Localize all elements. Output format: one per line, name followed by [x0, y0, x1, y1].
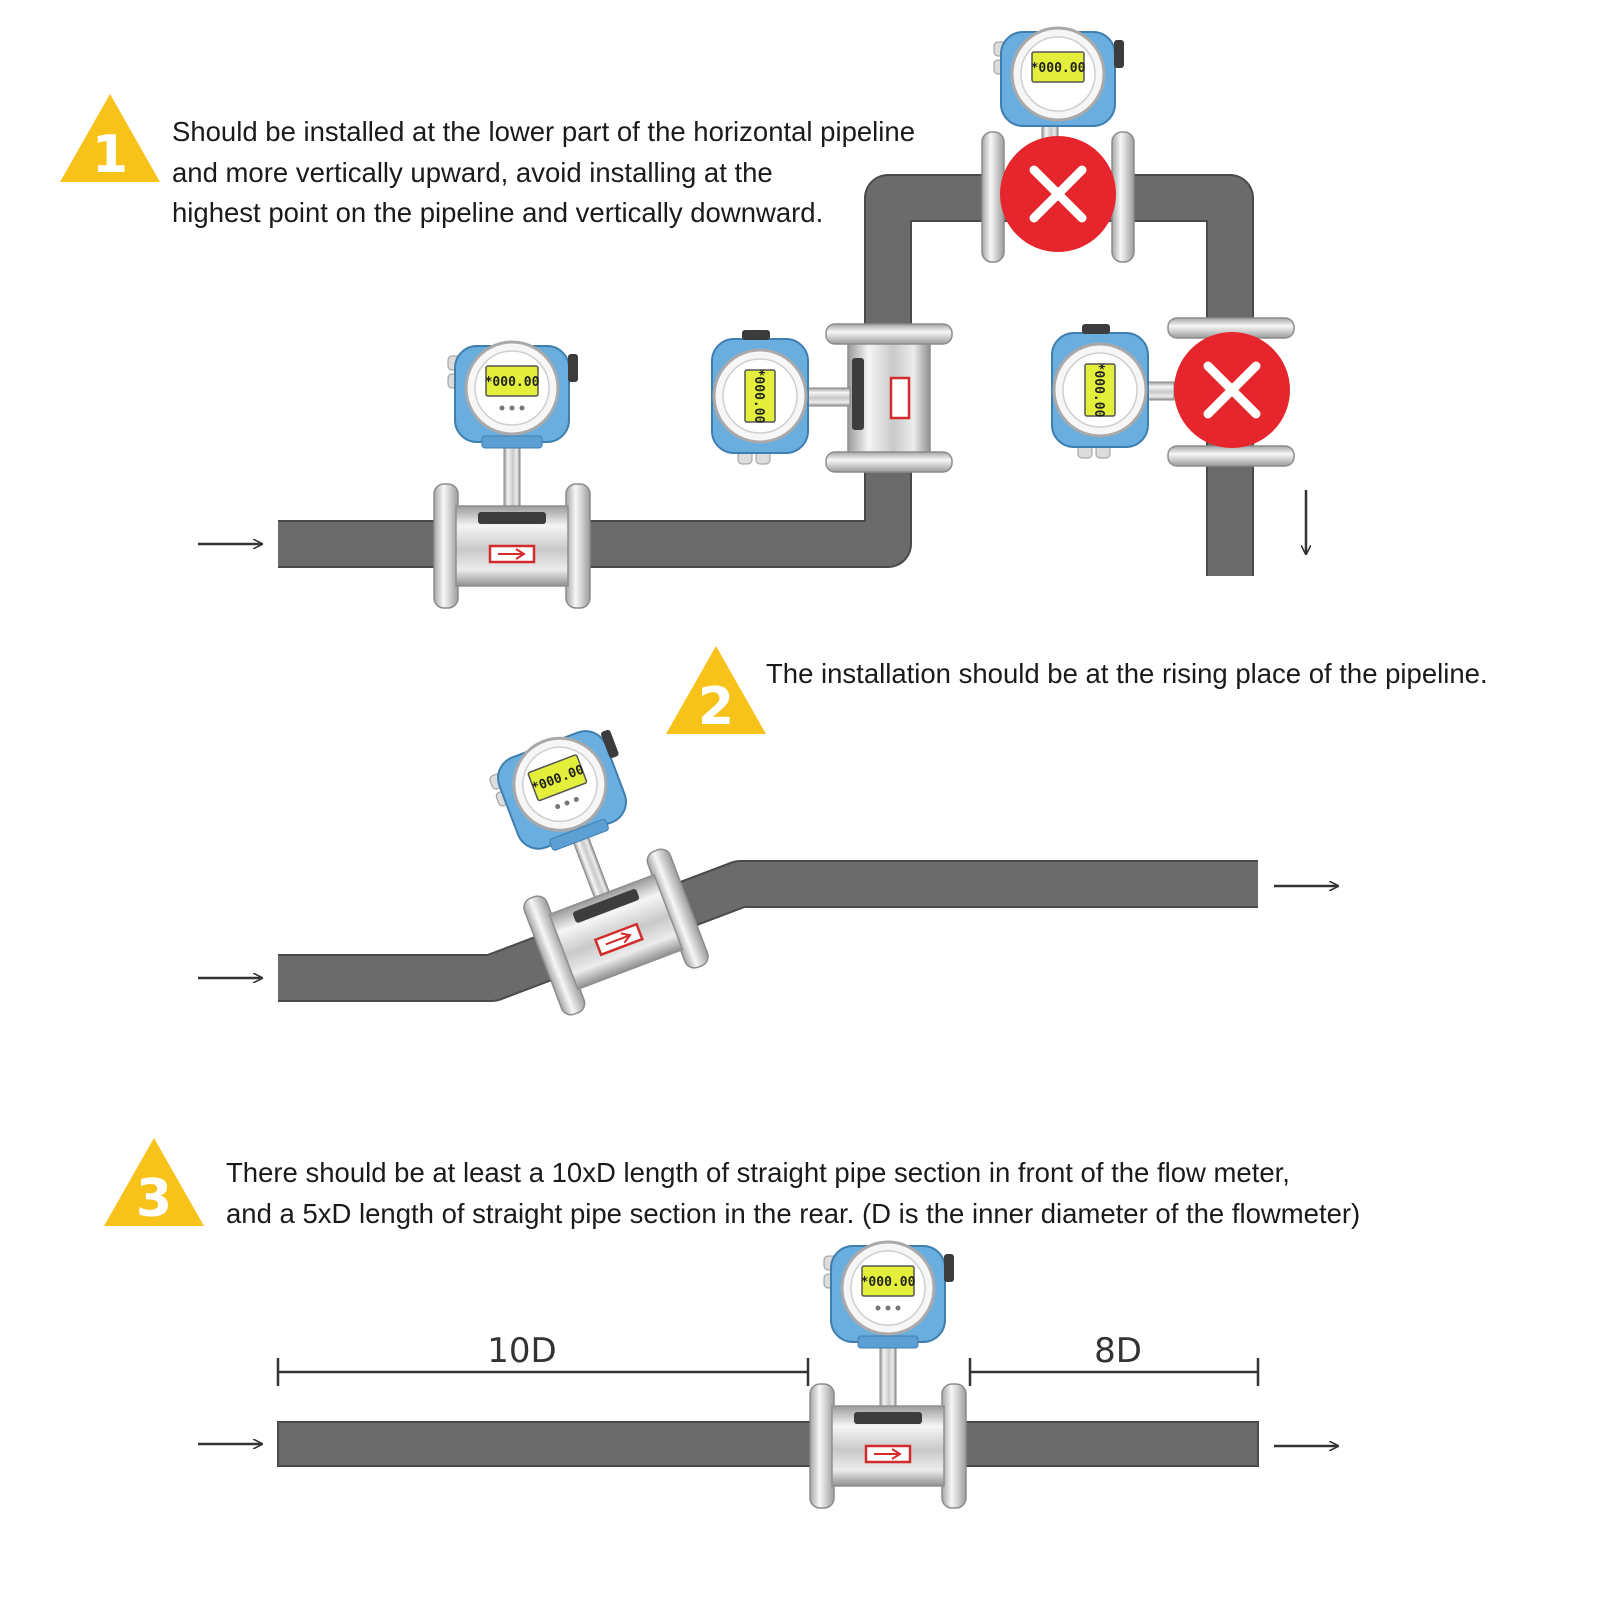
warning-triangle-icon-1: 1 — [60, 94, 160, 185]
meter-top-head: *000.00 — [993, 26, 1124, 127]
svg-text:*000.00: *000.00 — [1031, 61, 1086, 76]
svg-text:*000.00: *000.00 — [751, 369, 766, 424]
step-2-line-1: The installation should be at the rising… — [766, 658, 1488, 689]
dimension-upstream: 10D — [487, 1331, 556, 1371]
section-3-diagram: 10D 8D — [198, 1240, 1338, 1510]
cross-icon-top — [1000, 136, 1116, 252]
meter-falling-head: *000.00 — [1051, 324, 1149, 459]
meter-horizontal-correct — [432, 340, 592, 610]
section-2-diagram — [198, 712, 1338, 1020]
step-1-line-1: Should be installed at the lower part of… — [172, 116, 915, 147]
step-1-line-3: highest point on the pipeline and vertic… — [172, 197, 824, 228]
step-2-text: The installation should be at the rising… — [766, 654, 1488, 695]
meter-rising-head: *000.00 — [711, 330, 809, 465]
svg-text:*000.00: *000.00 — [1091, 363, 1106, 418]
step-number-3: 3 — [136, 1169, 172, 1229]
step-3-line-2: and a 5xD length of straight pipe sectio… — [226, 1197, 1361, 1229]
dimension-downstream: 8D — [1094, 1331, 1142, 1371]
step-3-text: There should be at least a 10xD length o… — [226, 1153, 1360, 1234]
step-1-line-2: and more vertically upward, avoid instal… — [172, 156, 773, 188]
cross-icon-falling — [1174, 332, 1290, 448]
meter-straight — [808, 1240, 968, 1510]
warning-triangle-icon-2: 2 — [666, 646, 766, 737]
section-1-diagram: *000.00 *000.00 — [198, 26, 1306, 610]
step-number-2: 2 — [698, 677, 734, 737]
rising-pipe — [278, 862, 1258, 1000]
step-number-1: 1 — [92, 125, 128, 185]
step-3-line-1: There should be at least a 10xD length o… — [226, 1157, 1290, 1188]
step-1-text: Should be installed at the lower part of… — [172, 112, 915, 234]
straight-pipe — [277, 1421, 1259, 1467]
warning-triangle-icon-3: 3 — [104, 1138, 204, 1229]
